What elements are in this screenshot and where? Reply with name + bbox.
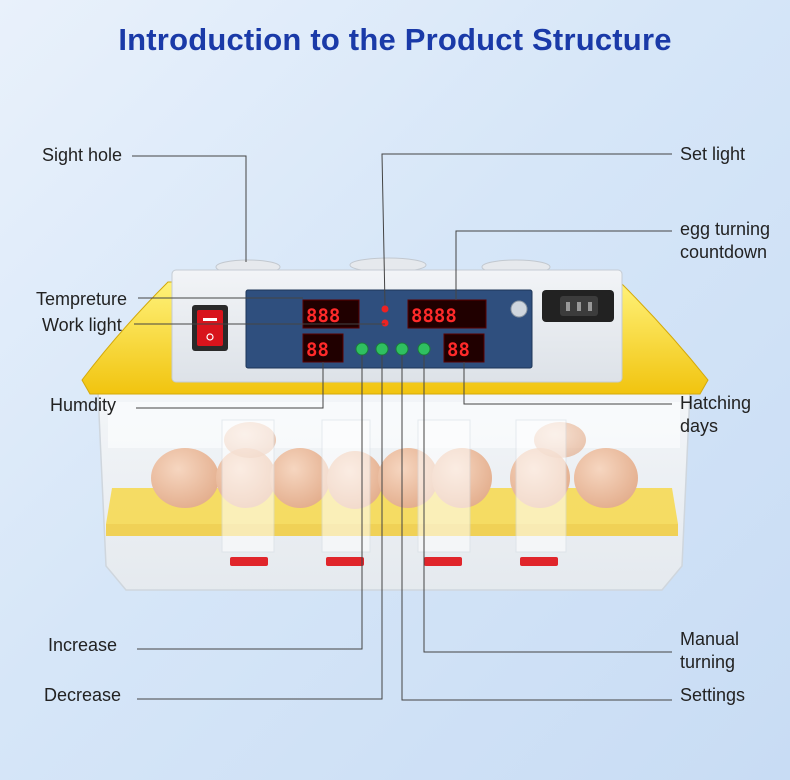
label-temperature: Tempreture [36, 289, 128, 309]
label-egg-turning-line2: countdown [680, 242, 768, 262]
humidity-display: 88 [306, 339, 329, 361]
label-hatching-line1: Hatching [680, 393, 752, 413]
label-decrease: Decrease [44, 685, 122, 705]
manual-turning-button-icon [417, 342, 431, 356]
hatching-days-display: 88 [447, 339, 470, 361]
label-egg-turning-line1: egg turning [680, 219, 771, 239]
label-sight-hole: Sight hole [42, 145, 123, 165]
increase-button-icon [355, 342, 369, 356]
label-humidity: Humdity [50, 395, 117, 415]
countdown-display: 8888 [411, 305, 457, 327]
set-light-led-icon [381, 305, 389, 313]
label-manual-line1: Manual [680, 629, 740, 649]
label-set-light: Set light [680, 144, 746, 164]
settings-button-icon [395, 342, 409, 356]
label-hatching-line2: days [680, 416, 719, 436]
label-manual-turning: Manual turning [680, 628, 739, 674]
control-panel: 888 88 8888 88 [245, 289, 533, 369]
page-title: Introduction to the Product Structure [118, 22, 672, 57]
label-manual-line2: turning [680, 652, 736, 672]
latches [230, 557, 558, 566]
label-hatching-days: Hatching days [680, 392, 751, 438]
label-work-light: Work light [42, 315, 122, 335]
power-socket-icon [542, 290, 614, 322]
label-egg-turning: egg turning countdown [680, 218, 770, 264]
tray-dividers [221, 419, 567, 553]
temperature-display: 888 [306, 305, 340, 327]
work-light-led-icon [381, 319, 389, 327]
label-increase: Increase [48, 635, 118, 655]
leader-lines [132, 153, 672, 701]
label-settings: Settings [680, 685, 746, 705]
decrease-button-icon [375, 342, 389, 356]
power-switch-icon [192, 305, 228, 351]
